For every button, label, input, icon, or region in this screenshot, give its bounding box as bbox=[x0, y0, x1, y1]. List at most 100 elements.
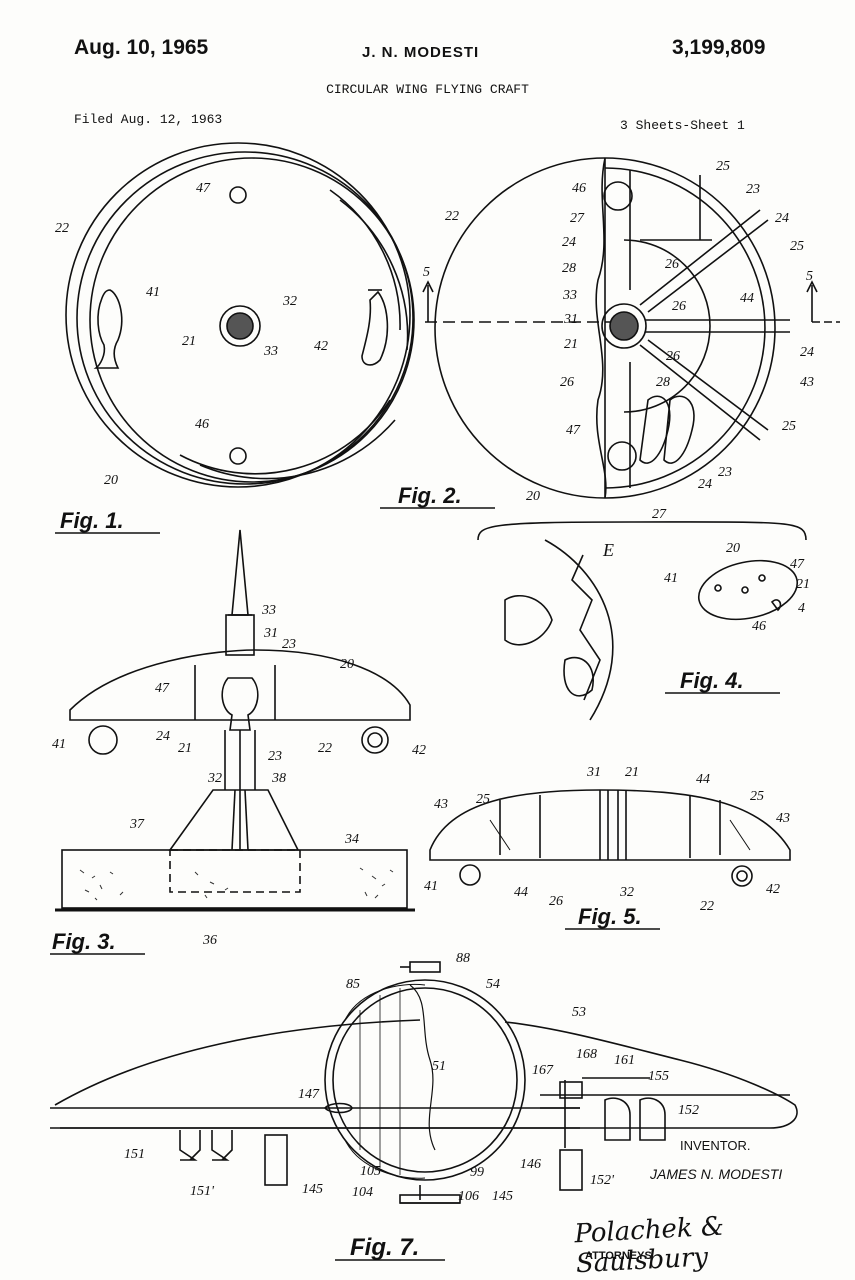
ref-label: 43 bbox=[776, 811, 790, 826]
ref-label: 99 bbox=[470, 1165, 484, 1180]
fig5-drawing bbox=[429, 789, 791, 887]
ref-label: 24 bbox=[775, 211, 789, 226]
ref-label: 33 bbox=[261, 603, 276, 618]
inventor-label: INVENTOR. bbox=[680, 1138, 751, 1153]
ref-label: 25 bbox=[782, 419, 796, 434]
ref-label: 168 bbox=[576, 1047, 597, 1062]
ref-label: 21 bbox=[625, 765, 639, 780]
ref-label: 42 bbox=[314, 339, 328, 354]
ref-label: 28 bbox=[562, 261, 576, 276]
ref-label: 26 bbox=[666, 349, 680, 364]
ref-label: 24 bbox=[800, 345, 814, 360]
ref-label: 145 bbox=[492, 1189, 513, 1204]
ref-label: 37 bbox=[129, 817, 145, 832]
ref-label: 44 bbox=[514, 885, 528, 900]
ref-label: 151 bbox=[124, 1147, 145, 1162]
ref-label: 47 bbox=[566, 423, 581, 438]
ref-label: 26 bbox=[560, 375, 574, 390]
ref-label: 32 bbox=[207, 771, 222, 786]
ref-label: 5 bbox=[423, 265, 430, 280]
ref-label: 25 bbox=[716, 159, 730, 174]
ref-label: 42 bbox=[766, 882, 780, 897]
ref-label: 146 bbox=[520, 1157, 541, 1172]
fig4-label: Fig. 4. bbox=[680, 668, 744, 693]
ref-label: 23 bbox=[746, 182, 760, 197]
ref-label: 54 bbox=[486, 977, 500, 992]
ref-label: 44 bbox=[740, 291, 754, 306]
patent-date: Aug. 10, 1965 bbox=[74, 36, 209, 59]
ref-label: 161 bbox=[614, 1053, 635, 1068]
ref-label: 41 bbox=[424, 879, 438, 894]
ref-label: 41 bbox=[146, 285, 160, 300]
patent-number: 3,199,809 bbox=[672, 36, 766, 59]
ref-label: 22 bbox=[55, 221, 69, 236]
ref-label: 51 bbox=[432, 1059, 446, 1074]
ref-label: 47 bbox=[155, 681, 170, 696]
ref-label: E bbox=[602, 540, 614, 560]
ref-label: 23 bbox=[718, 465, 732, 480]
ref-label: 5 bbox=[806, 269, 813, 284]
ref-label: 147 bbox=[298, 1087, 320, 1102]
ref-label: 21 bbox=[564, 337, 578, 352]
ref-label: 20 bbox=[526, 489, 540, 504]
ref-label: 25 bbox=[476, 792, 490, 807]
fig3-label: Fig. 3. bbox=[52, 929, 116, 954]
ref-label: 26 bbox=[665, 257, 679, 272]
ref-label: 20 bbox=[340, 657, 354, 672]
ref-label: 152 bbox=[678, 1103, 699, 1118]
fig1-drawing bbox=[65, 142, 415, 488]
ref-label: 24 bbox=[698, 477, 712, 492]
ref-label: 32 bbox=[282, 294, 297, 309]
ref-label: 33 bbox=[263, 344, 278, 359]
fig2-label: Fig. 2. bbox=[398, 483, 462, 508]
fig7-drawing bbox=[50, 961, 798, 1204]
ref-label: 22 bbox=[445, 209, 459, 224]
inventor-name: JAMES N. MODESTI bbox=[650, 1166, 783, 1182]
ref-label: 46 bbox=[752, 619, 766, 634]
ref-label: 46 bbox=[195, 417, 209, 432]
ref-label: 24 bbox=[156, 729, 170, 744]
ref-label: 21 bbox=[182, 334, 196, 349]
ref-label: 44 bbox=[696, 772, 710, 787]
patent-title: CIRCULAR WING FLYING CRAFT bbox=[326, 82, 529, 97]
fig3-drawing bbox=[55, 529, 415, 912]
ref-label: 23 bbox=[282, 637, 296, 652]
ref-label: 105 bbox=[360, 1164, 381, 1179]
ref-label: 152' bbox=[590, 1173, 615, 1188]
ref-label: 21 bbox=[178, 741, 192, 756]
ref-label: 20 bbox=[104, 473, 118, 488]
ref-label: 32 bbox=[619, 885, 634, 900]
ref-label: 53 bbox=[572, 1005, 586, 1020]
fig1-label: Fig. 1. bbox=[60, 508, 124, 533]
fig7-label: Fig. 7. bbox=[350, 1234, 419, 1261]
ref-label: 155 bbox=[648, 1069, 669, 1084]
ref-label: 24 bbox=[562, 235, 576, 250]
ref-label: 41 bbox=[52, 737, 66, 752]
ref-label: 46 bbox=[572, 181, 586, 196]
ref-label: 25 bbox=[750, 789, 764, 804]
ref-label: 23 bbox=[268, 749, 282, 764]
ref-label: 47 bbox=[196, 181, 211, 196]
ref-label: 26 bbox=[549, 894, 563, 909]
ref-label: 145 bbox=[302, 1182, 323, 1197]
ref-label: 31 bbox=[586, 765, 601, 780]
ref-label: 106 bbox=[458, 1189, 479, 1204]
ref-label: 167 bbox=[532, 1063, 554, 1078]
ref-label: 31 bbox=[263, 626, 278, 641]
ref-label: 31 bbox=[563, 312, 578, 327]
ref-label: 27 bbox=[570, 211, 585, 226]
ref-label: 43 bbox=[434, 797, 448, 812]
ref-label: 4 bbox=[798, 601, 805, 616]
ref-label: 104 bbox=[352, 1185, 373, 1200]
ref-label: 28 bbox=[656, 375, 670, 390]
ref-label: 151' bbox=[190, 1184, 215, 1199]
ref-label: 42 bbox=[412, 743, 426, 758]
fig4-drawing bbox=[504, 539, 799, 721]
ref-label: 25 bbox=[790, 239, 804, 254]
inventor-header: J. N. MODESTI bbox=[362, 44, 480, 61]
ref-label: 43 bbox=[800, 375, 814, 390]
filed-date: Filed Aug. 12, 1963 bbox=[74, 112, 223, 127]
ref-label: 27 bbox=[652, 507, 667, 522]
ref-label: 26 bbox=[672, 299, 686, 314]
